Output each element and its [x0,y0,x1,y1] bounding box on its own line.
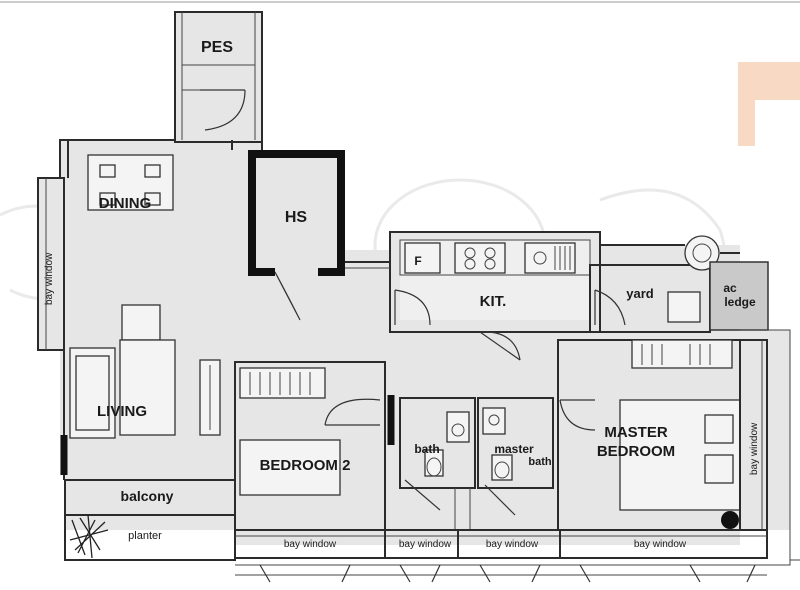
room-label-yard: yard [626,286,654,301]
household-shelter [248,150,345,321]
bay-window-bath-label: bay window [399,539,452,550]
master-bedroom [557,339,768,531]
room-label-living: LIVING [97,403,147,420]
bay-window-left-label: bay window [44,252,55,305]
dining-table [87,154,174,211]
bathrooms [387,395,554,530]
room-label-balcony: balcony [121,488,174,504]
room-label-hs: HS [285,209,308,226]
pes-area [174,11,263,143]
room-label-pes: PES [201,39,233,56]
ac-ledge-label-line2: ledge [724,295,756,309]
exterior-walls [37,139,263,480]
right-outline [740,329,800,566]
yard [589,235,740,333]
room-label-master-bedroom-line1: MASTER [604,424,668,441]
bay-window-bedroom2-label: bay window [284,539,337,550]
planter-label: planter [128,530,162,542]
ac-ledge-label-line1: ac [723,281,737,295]
ac-ledge [709,261,769,331]
bay-window-master-bath-label: bay window [486,539,539,550]
kitchen [345,231,601,361]
room-label-master-bath-line1: master [494,442,534,456]
room-label-bedroom-2: BEDROOM 2 [260,457,351,474]
living-furniture [69,304,221,439]
room-label-master-bedroom-line2: BEDROOM [597,443,675,460]
bottom-bay-windows [234,529,768,583]
room-label-kitchen: KIT. [480,293,507,310]
room-label-dining: DINING [99,195,152,212]
room-label-bath: bath [414,442,439,456]
bay-window-master-bottom-label: bay window [634,539,687,550]
kitchen-fridge-label: F [414,254,421,268]
room-label-master-bath-line2: bath [528,456,552,468]
bay-window-master-right-label: bay window [749,422,760,475]
bedroom-2 [234,361,386,531]
